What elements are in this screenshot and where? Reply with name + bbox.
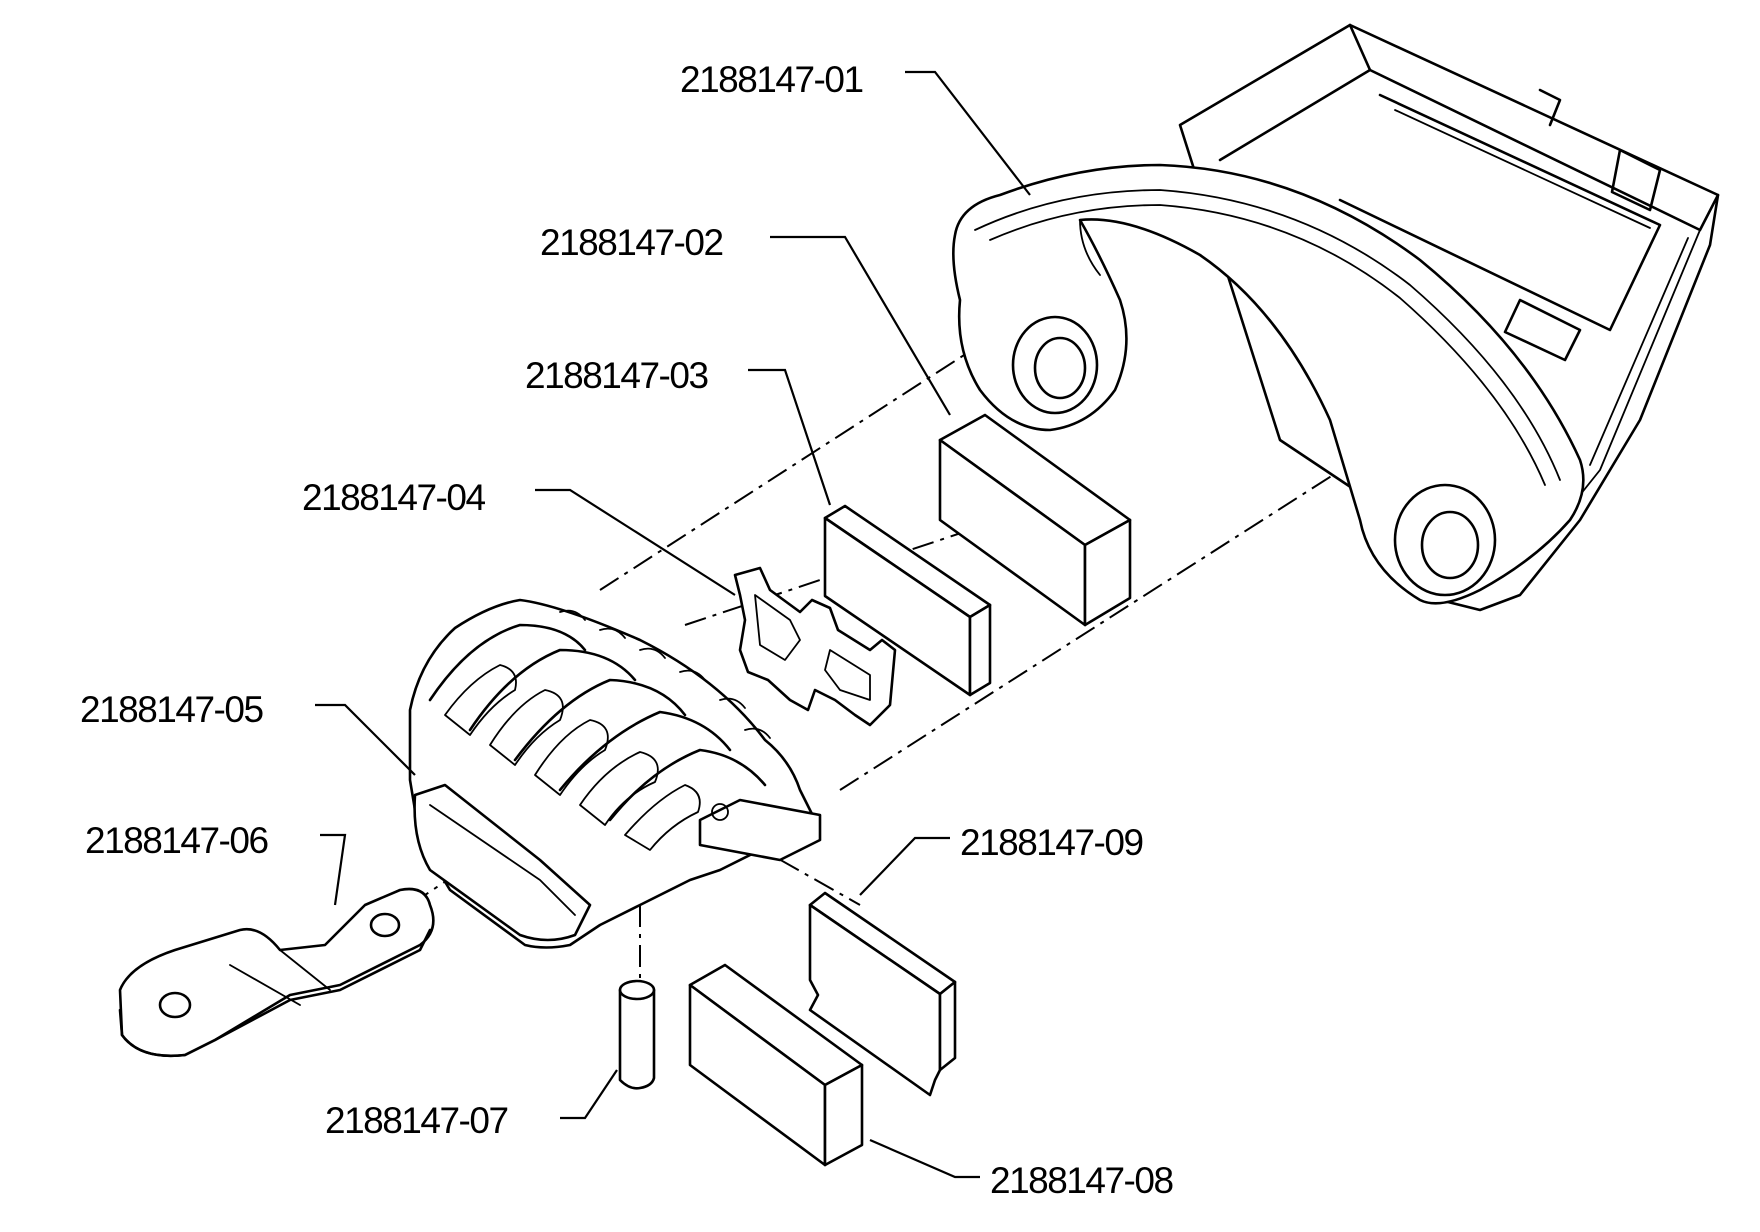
- terminal-part-06: [118, 887, 435, 1058]
- label-part-08: 2188147-08: [990, 1160, 1173, 1201]
- label-part-04: 2188147-04: [302, 477, 485, 518]
- block-part-02: [938, 413, 1132, 627]
- plate-part-03: [823, 504, 992, 697]
- label-part-07: 2188147-07: [325, 1100, 508, 1141]
- label-part-03: 2188147-03: [525, 355, 708, 396]
- shim-part-09: [808, 891, 957, 1097]
- cage-part-05: [408, 598, 822, 949]
- housing-part-01: [952, 23, 1720, 612]
- part-labels: 2188147-01 2188147-02 2188147-03 2188147…: [80, 59, 1174, 1201]
- leader-lines: [315, 70, 1031, 1179]
- label-part-05: 2188147-05: [80, 689, 263, 730]
- label-part-02: 2188147-02: [540, 222, 723, 263]
- label-part-01: 2188147-01: [680, 59, 863, 100]
- pad-part-08: [688, 963, 864, 1167]
- label-part-06: 2188147-06: [85, 820, 268, 861]
- clip-part-04: [733, 566, 897, 727]
- pin-part-07: [618, 979, 656, 1090]
- label-part-09: 2188147-09: [960, 822, 1143, 863]
